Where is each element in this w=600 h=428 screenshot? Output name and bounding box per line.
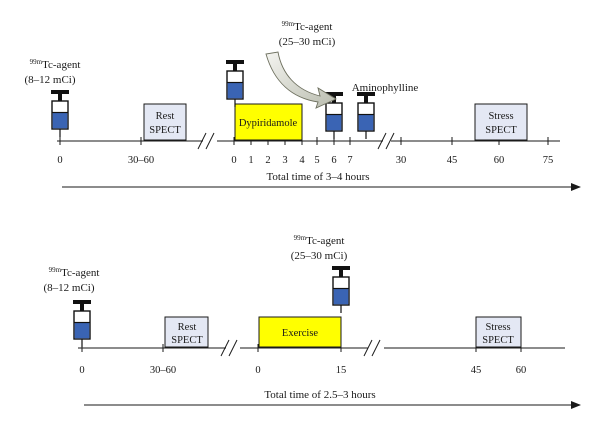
top-total-time-label: Total time of 3–4 hours: [266, 171, 369, 183]
top-tick-label: 4: [299, 155, 305, 166]
bottom-rest-spect-label-line1: Rest: [178, 322, 197, 333]
top-tick-label: 60: [494, 155, 505, 166]
top-stress-spect-label-line1: Stress: [488, 111, 513, 122]
top-tick-label: 1: [248, 155, 253, 166]
top-aminophylline-syringe-icon: [356, 91, 376, 140]
bottom-tick-label: 0: [255, 365, 260, 376]
top-tick-label: 45: [447, 155, 458, 166]
top-rest-agent-label: 99mTc-agent: [30, 58, 81, 71]
top-tick-label: 0: [231, 155, 236, 166]
bottom-rest-syringe-icon: [72, 299, 92, 348]
top-stress-agent-label: 99mTc-agent: [282, 20, 333, 33]
top-tick-label: 2: [265, 155, 270, 166]
top-rest-spect-label-line1: Rest: [156, 111, 175, 122]
top-rest-agent-dose: (8–12 mCi): [24, 74, 75, 86]
bottom-axis-break-2: [363, 339, 381, 357]
top-protocol-panel: 0 30–60 0 1 2 3 4 5 6 7 30 45 60 75 Rest…: [24, 20, 581, 191]
bottom-rest-agent-label: 99mTc-agent: [49, 266, 100, 279]
bottom-stress-spect-box: [475, 316, 522, 348]
bottom-tick-label: 15: [336, 365, 347, 376]
bottom-stress-agent-label: 99mTc-agent: [294, 234, 345, 247]
bottom-axis-break-1: [220, 339, 238, 357]
bottom-stress-spect-label-line1: Stress: [485, 322, 510, 333]
top-tick-label: 5: [314, 155, 319, 166]
bottom-exercise-box: [258, 316, 342, 348]
bottom-protocol-panel: 0 30–60 0 15 45 60 Rest SPECT Exercise S…: [43, 234, 581, 409]
top-stress-spect-box: [474, 103, 528, 141]
top-axis-break-2: [377, 132, 395, 150]
bottom-tick-label: 60: [516, 365, 527, 376]
top-rest-syringe-icon: [50, 89, 70, 138]
top-stress-syringe-icon: [225, 59, 245, 108]
top-dypiridamole-box: [234, 103, 303, 141]
top-injection-curved-arrow: [265, 51, 337, 109]
top-stress-spect-label-line2: SPECT: [485, 125, 517, 136]
top-dypiridamole-label: Dypiridamole: [239, 118, 298, 129]
top-tick-label: 0: [57, 155, 62, 166]
top-tick-label: 30: [396, 155, 407, 166]
bottom-rest-agent-dose: (8–12 mCi): [43, 282, 94, 294]
bottom-exercise-label: Exercise: [282, 328, 318, 339]
top-stress-agent-dose: (25–30 mCi): [279, 36, 336, 48]
bottom-stress-spect-label-line2: SPECT: [482, 335, 514, 346]
top-tick-label: 3: [282, 155, 287, 166]
top-tick-label: 7: [347, 155, 352, 166]
top-tick-label: 6: [331, 155, 336, 166]
bottom-stress-agent-dose: (25–30 mCi): [291, 250, 348, 262]
bottom-rest-spect-box: [164, 316, 209, 348]
bottom-total-time-label: Total time of 2.5–3 hours: [264, 389, 375, 401]
top-aminophylline-label: Aminophylline: [352, 82, 419, 94]
bottom-tick-label: 0: [79, 365, 84, 376]
top-tick-label: 30–60: [128, 155, 154, 166]
bottom-tick-label: 45: [471, 365, 482, 376]
bottom-stress-syringe-icon: [331, 265, 351, 314]
bottom-rest-spect-label-line2: SPECT: [171, 335, 203, 346]
top-rest-spect-label-line2: SPECT: [149, 125, 181, 136]
top-tick-label: 75: [543, 155, 554, 166]
top-rest-spect-box: [143, 103, 187, 141]
top-axis-break-1: [197, 132, 215, 150]
bottom-tick-label: 30–60: [150, 365, 176, 376]
